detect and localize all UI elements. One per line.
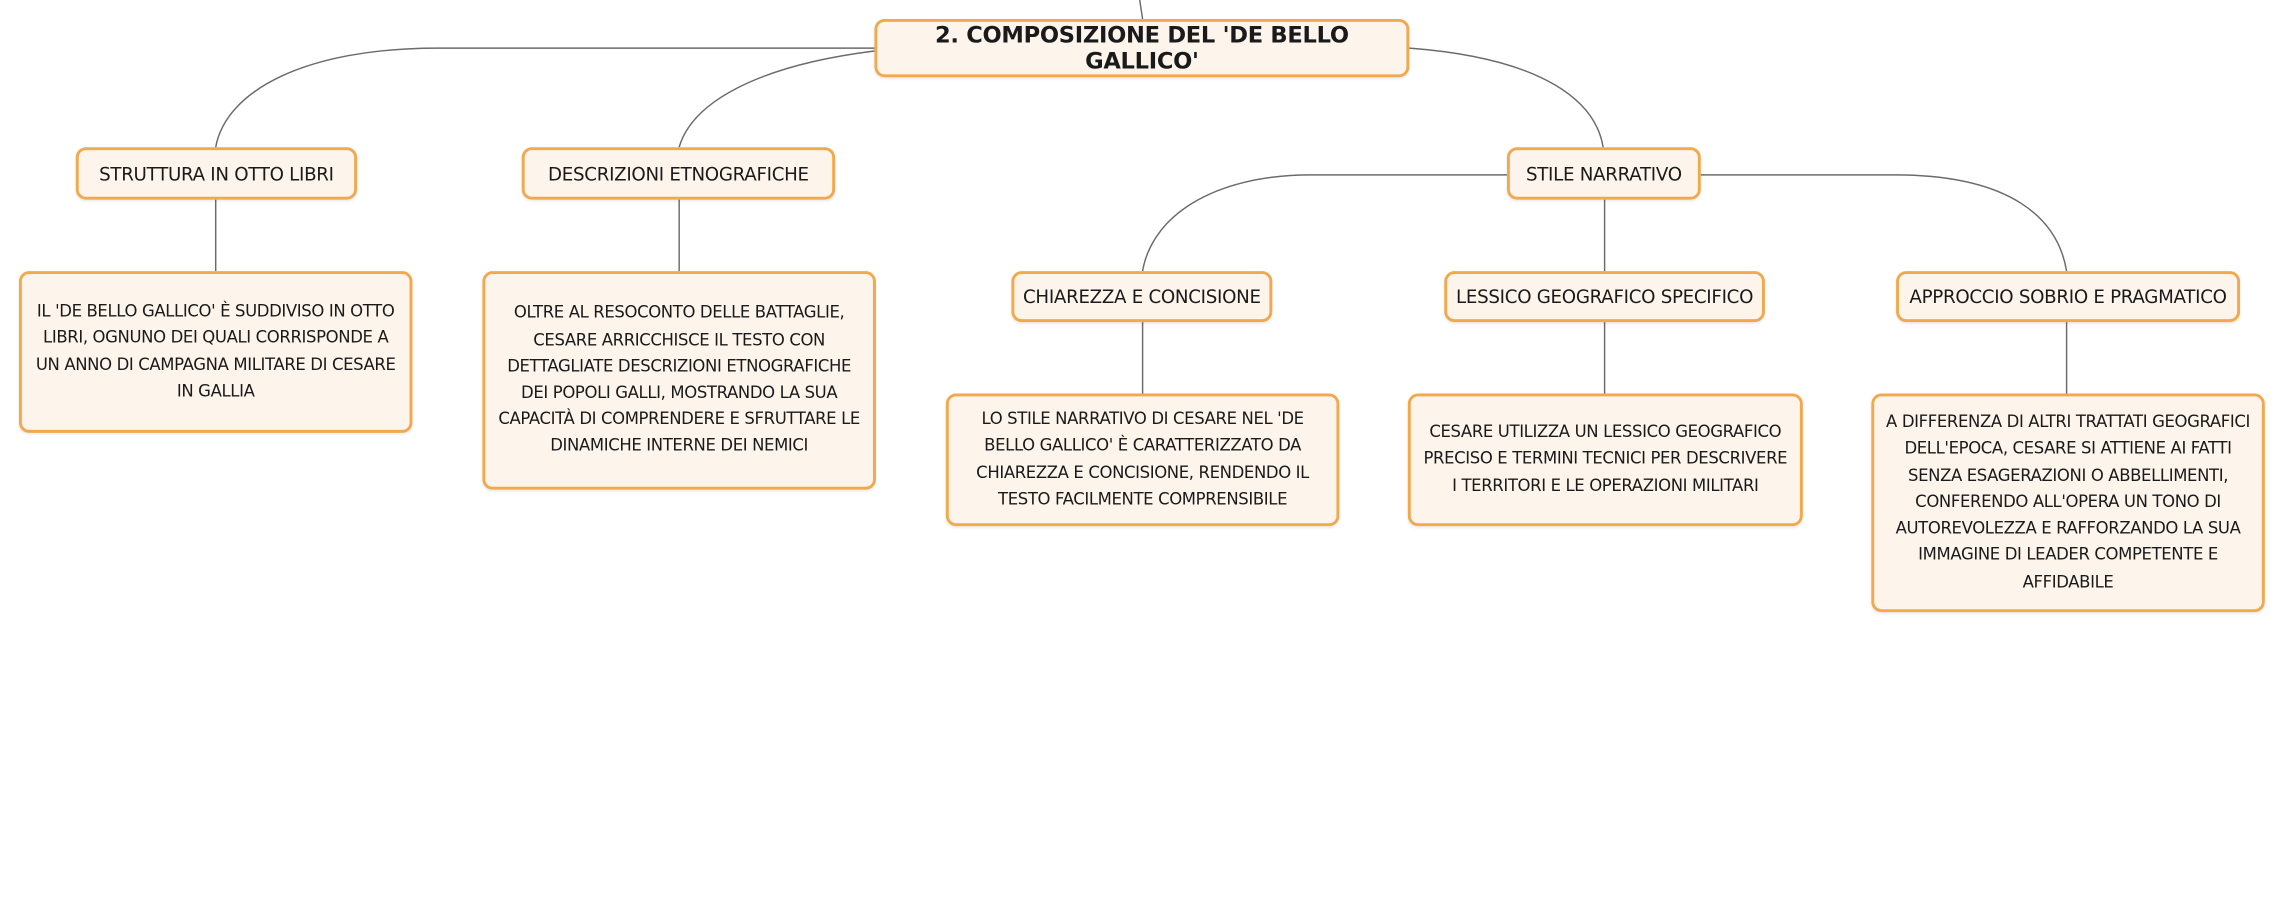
- detail-text: LO STILE NARRATIVO DI CESARE NEL 'DE BEL…: [976, 409, 1309, 509]
- detail-lessico-geografico-specifico[interactable]: CESARE UTILIZZA UN LESSICO GEOGRAFICO PR…: [1407, 393, 1803, 527]
- detail-text: A DIFFERENZA DI ALTRI TRATTATI GEOGRAFIC…: [1886, 412, 2251, 591]
- detail-struttura-in-otto-libri[interactable]: IL 'DE BELLO GALLICO' È SUDDIVISO IN OTT…: [18, 271, 413, 433]
- topic-chiarezza-e-concisione[interactable]: CHIAREZZA E CONCISIONE: [1011, 271, 1273, 323]
- connector-root-descrizioni: [678, 50, 875, 148]
- topic-label: DESCRIZIONI ETNOGRAFICHE: [548, 162, 809, 185]
- root-topic[interactable]: 2. COMPOSIZIONE DEL 'DE BELLO GALLICO': [874, 18, 1410, 78]
- topic-label: CHIAREZZA E CONCISIONE: [1023, 285, 1261, 308]
- connector-root-parent: [1138, 0, 1144, 20]
- topic-approccio-sobrio-e-pragmatico[interactable]: APPROCCIO SOBRIO E PRAGMATICO: [1896, 271, 2241, 323]
- root-topic-label: 2. COMPOSIZIONE DEL 'DE BELLO GALLICO': [934, 21, 1349, 75]
- connector-lines: [214, 0, 2068, 394]
- connector-stile-approccio: [1700, 174, 2068, 272]
- topic-label: STRUTTURA IN OTTO LIBRI: [99, 162, 334, 185]
- detail-text: OLTRE AL RESOCONTO DELLE BATTAGLIE, CESA…: [498, 303, 860, 456]
- connector-root-struttura: [214, 47, 875, 148]
- detail-approccio-sobrio-e-pragmatico[interactable]: A DIFFERENZA DI ALTRI TRATTATI GEOGRAFIC…: [1871, 393, 2265, 613]
- detail-chiarezza-e-concisione[interactable]: LO STILE NARRATIVO DI CESARE NEL 'DE BEL…: [945, 393, 1340, 527]
- topic-lessico-geografico-specifico[interactable]: LESSICO GEOGRAFICO SPECIFICO: [1444, 271, 1765, 323]
- topic-label: APPROCCIO SOBRIO E PRAGMATICO: [1909, 285, 2227, 308]
- topic-stile-narrativo[interactable]: STILE NARRATIVO: [1506, 147, 1701, 200]
- topic-struttura-in-otto-libri[interactable]: STRUTTURA IN OTTO LIBRI: [75, 147, 358, 200]
- topic-label: STILE NARRATIVO: [1525, 162, 1682, 185]
- detail-text: CESARE UTILIZZA UN LESSICO GEOGRAFICO PR…: [1423, 422, 1788, 495]
- topic-label: LESSICO GEOGRAFICO SPECIFICO: [1456, 285, 1754, 308]
- connector-root-stile: [1409, 47, 1604, 148]
- detail-text: IL 'DE BELLO GALLICO' È SUDDIVISO IN OTT…: [35, 301, 396, 401]
- detail-descrizioni-etnografiche[interactable]: OLTRE AL RESOCONTO DELLE BATTAGLIE, CESA…: [482, 271, 876, 490]
- connector-stile-chiarezza: [1141, 174, 1507, 272]
- topic-descrizioni-etnografiche[interactable]: DESCRIZIONI ETNOGRAFICHE: [521, 147, 836, 200]
